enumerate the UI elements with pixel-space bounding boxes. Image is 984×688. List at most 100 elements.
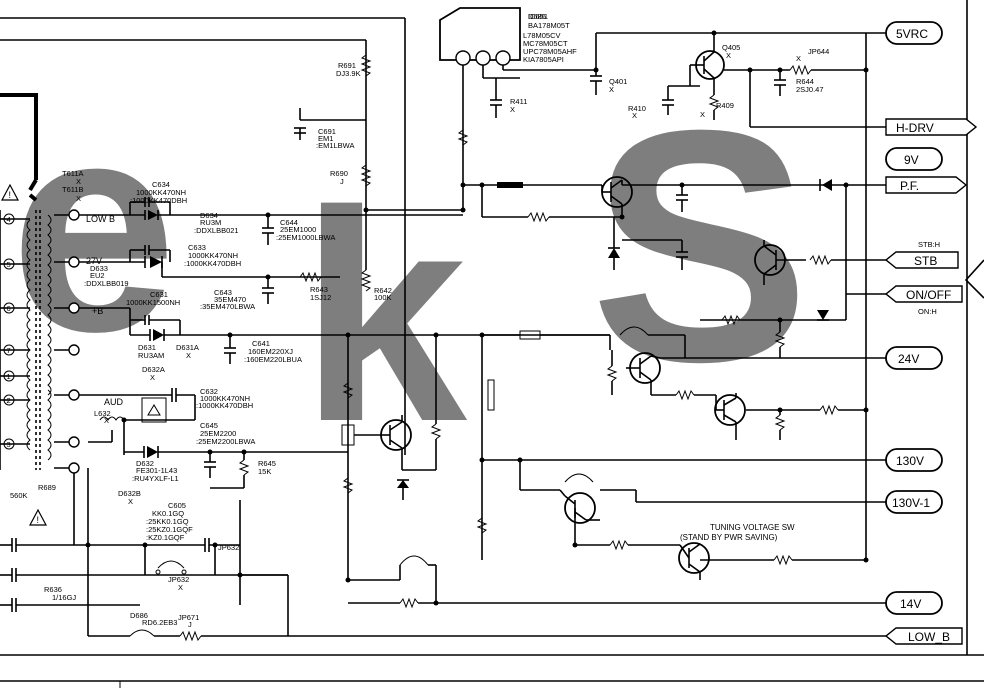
transformer-t611: [0, 93, 72, 470]
label-components-20-lines-1: FE301-1L43: [136, 466, 177, 475]
label-transformer-ref-3: X: [76, 194, 81, 203]
label-components-24-lines-0: JP632: [168, 575, 189, 584]
label-components-11-lines-1: 100K: [374, 293, 392, 302]
label-components-23-lines-0: C605: [168, 501, 186, 510]
label-components-13-lines-0: D631: [138, 343, 156, 352]
label-components-69-lines-1: X: [726, 51, 731, 60]
terminal-hdrv: H-DRV: [885, 118, 978, 136]
terminal-9v: 9V: [885, 147, 943, 171]
label-components-2-lines-1: EM1: [318, 134, 333, 143]
label-components-18-lines-2: :1000KK470DBH: [196, 401, 253, 410]
warning-icon: !: [1, 183, 19, 201]
terminal-onoff: ON/OFF: [884, 285, 963, 303]
label-terminals-3-label: P.F.: [900, 179, 919, 193]
label-tuning_note-0: TUNING VOLTAGE SW: [710, 523, 795, 532]
label-components-19-lines-2: :25EM2200LBWA: [196, 437, 255, 446]
label-transformer-secondary_labels-low_b: LOW B: [86, 214, 115, 224]
label-components-64-lines-1: RD6.2EB3: [142, 618, 177, 627]
label-components-22-lines-0: D632B: [118, 489, 141, 498]
label-components-0-lines-5: KIA7805API: [523, 55, 564, 64]
label-components-24-lines-0: JP632: [218, 543, 239, 552]
label-components-8-lines-0: D633: [90, 264, 108, 273]
label-transformer-ref-0: T611A: [62, 169, 84, 178]
label-components-17-lines-0: L632: [94, 409, 111, 418]
label-transformer-ref-1: X: [76, 177, 81, 186]
label-components-63-lines-0: R636: [44, 585, 62, 594]
label-terminals-4-label: STB: [914, 254, 937, 268]
label-terminals-5-label: ON/OFF: [906, 288, 951, 302]
label-components-22-lines-1: X: [128, 497, 133, 506]
label-components-72-lines-0: R644: [796, 77, 814, 86]
label-components-9-lines-0: C643: [214, 288, 232, 297]
label-components-23-lines-2: :25KK0.1GQ: [146, 517, 189, 526]
label-components-6-lines-0: C644: [280, 218, 298, 227]
terminal-5vrc: 5VRC: [885, 21, 943, 45]
label-components-19-lines-1: 25EM2200: [200, 429, 236, 438]
terminal-stb: STB: [884, 251, 959, 269]
label-components-6-lines-1: 25EM1000: [280, 225, 316, 234]
label-components-18-lines-0: C632: [200, 387, 218, 396]
label-components-10-lines-1: 1SJ12: [310, 293, 331, 302]
label-terminals-6-label: 24V: [898, 352, 919, 366]
svg-text:!: !: [9, 190, 12, 200]
label-components-67-lines-0: Q401: [609, 77, 627, 86]
terminal-130v: 130V: [885, 448, 943, 472]
label-components-23-lines-1: KK0.1GQ: [152, 509, 184, 518]
label-components-0-lines-4: UPC78M05AHF: [523, 47, 577, 56]
label-components-4-lines-2: :1000KK470DBH: [130, 196, 187, 205]
label-components-14-lines-0: D631A: [176, 343, 199, 352]
label-components-62-lines-0: R689: [38, 483, 56, 492]
svg-text:!: !: [37, 515, 40, 525]
label-transformer-ref-2: T611B: [62, 185, 84, 194]
label-terminals-9-label: 14V: [900, 597, 921, 611]
label-components-15-lines-0: C641: [252, 339, 270, 348]
label-components-9-lines-2: :35EM470LBWA: [200, 302, 255, 311]
label-components-12-lines-1: 1000KK1500NH: [126, 298, 180, 307]
label-terminals-0-label: 5VRC: [896, 27, 928, 41]
label-components-19-lines-0: C645: [200, 421, 218, 430]
label-components-20-lines-2: :RU4YXLF-L1: [132, 474, 179, 483]
label-components-1-lines-1: DJ3.9K: [336, 69, 361, 78]
label-components-0-lines-2: L78M05CV: [523, 31, 561, 40]
label-terminals-2-label: 9V: [904, 153, 919, 167]
label-components-9-lines-1: 35EM470: [214, 295, 246, 304]
label-components-11-lines-0: R642: [374, 286, 392, 295]
label-components-66-lines-1: X: [510, 105, 515, 114]
label-components-13-lines-1: RU3AM: [138, 351, 164, 360]
label-components-66-lines-0: R411: [510, 97, 527, 106]
label-terminals-7-label: 130V: [896, 454, 924, 468]
label-transformer-pins-3: 7: [7, 346, 11, 355]
label-components-0-lines-1: BA178M05T: [528, 21, 570, 30]
label-components-17-lines-1: X: [104, 416, 109, 425]
label-components-12-lines-0: C631: [150, 290, 168, 299]
label-components-7-lines-1: 1000KK470NH: [188, 251, 238, 260]
label-components-14-lines-1: X: [186, 351, 191, 360]
label-transformer-pins-5: 2: [7, 396, 11, 405]
label-components-7-lines-2: :1000KK470DBH: [184, 259, 241, 268]
label-notes-on_h: ON:H: [918, 307, 937, 316]
label-components-70-lines-1: X: [700, 110, 705, 119]
terminal-14v: 14V: [885, 591, 943, 615]
label-components-2-lines-2: :EM1LBWA: [316, 141, 354, 150]
label-components-3-lines-0: R690: [330, 169, 348, 178]
label-components-65-lines-1: J: [188, 620, 192, 629]
label-components-2-lines-0: C691: [318, 127, 336, 136]
label-components-24-lines-1: X: [178, 583, 183, 592]
label-components-5-lines-2: :DDXLBB021: [194, 226, 239, 235]
ic651: [439, 7, 521, 66]
label-components-16-lines-0: D632A: [142, 365, 165, 374]
label-terminals-10-label: LOW_B: [908, 630, 950, 644]
label-components-0-lines-3: MC78M05CT: [523, 39, 568, 48]
label-components-7-lines-0: C633: [188, 243, 206, 252]
label-tuning_note-1: (STAND BY PWR SAVING): [680, 533, 778, 542]
label-components-68-lines-0: R410: [628, 104, 646, 113]
junction-dots: [85, 30, 869, 606]
label-components-15-lines-2: :160EM220LBUA: [244, 355, 302, 364]
label-components-16-lines-1: X: [150, 373, 155, 382]
label-components-15-lines-1: 160EM220XJ: [248, 347, 293, 356]
label-components-23-lines-3: :25KZ0.1GQF: [146, 525, 193, 534]
label-terminals-8-label: 130V-1: [892, 496, 930, 510]
terminal-130v1: 130V-1: [885, 490, 943, 514]
label-components-71-lines-1: X: [796, 54, 801, 63]
